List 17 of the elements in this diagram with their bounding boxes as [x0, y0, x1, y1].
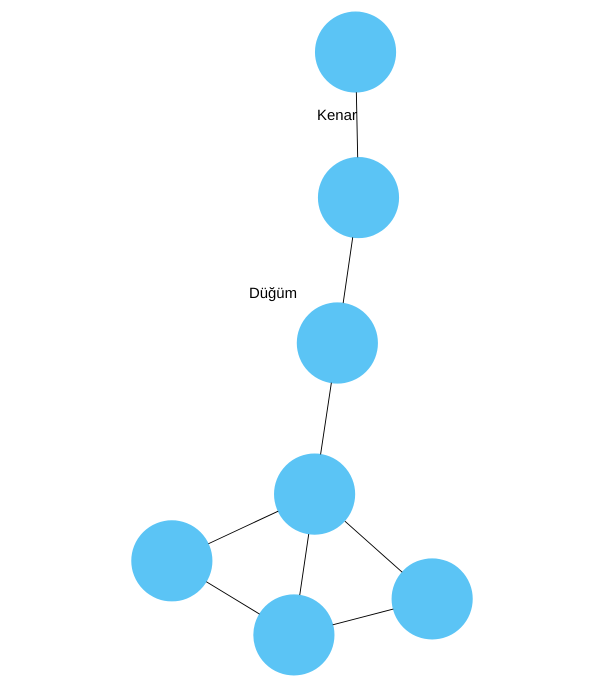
connector — [344, 520, 402, 573]
connector — [298, 534, 309, 596]
connector — [332, 608, 394, 626]
node-circle — [130, 520, 212, 602]
connector — [205, 581, 260, 615]
connector — [207, 510, 278, 544]
node-circle — [317, 157, 399, 238]
node-circle — [252, 594, 334, 676]
node-circle — [314, 11, 396, 93]
node-circle — [274, 454, 355, 535]
node-circle — [296, 302, 378, 384]
node-circle — [391, 558, 472, 640]
connector — [320, 382, 332, 455]
connector — [355, 92, 358, 158]
node-label: Düğüm — [248, 285, 297, 302]
connector — [342, 236, 353, 304]
edge-label: Kenar — [316, 106, 356, 124]
